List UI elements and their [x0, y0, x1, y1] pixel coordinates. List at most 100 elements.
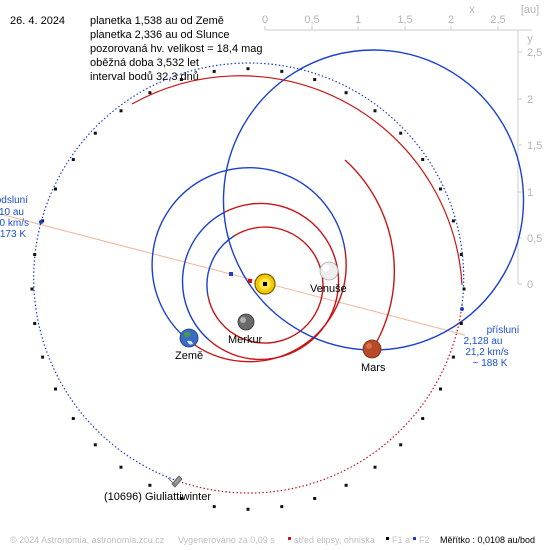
- y-tick-label: 2: [527, 94, 533, 106]
- y-tick-label: 0,5: [527, 233, 542, 245]
- orbit-point: [451, 355, 455, 359]
- mars-planet: Mars: [361, 339, 386, 374]
- venus-orbit: [181, 202, 340, 361]
- orbit-point: [148, 483, 152, 487]
- earth-label: Země: [175, 350, 203, 362]
- aphelion-temperature: ~ 173 K: [0, 229, 26, 240]
- orbit-point: [399, 443, 403, 447]
- x-tick-label: 1: [355, 14, 361, 26]
- mercury-label: Merkur: [228, 334, 263, 346]
- generation-time: Vygenerováno za 0,09 s: [178, 535, 275, 545]
- x-axis-ticks: 0 0,5 1 1,5 2 2,5 x [au]: [262, 4, 539, 30]
- orbit-point: [421, 158, 425, 161]
- orbit-point: [212, 69, 216, 73]
- asteroid-label: (10696) Giuliattiwinter: [104, 491, 211, 503]
- info-period: oběžná doba 3,532 let: [90, 57, 199, 69]
- orbit-point: [344, 483, 348, 487]
- orbit-point: [246, 67, 250, 71]
- orbit-point: [93, 443, 97, 447]
- x-tick-label: 0,5: [304, 14, 319, 26]
- info-magnitude: pozorovaná hv. velikost = 18,4 mag: [90, 43, 263, 55]
- orbit-point: [148, 91, 152, 95]
- perihelion-speed: 21,2 km/s: [465, 347, 508, 358]
- sun: [254, 273, 276, 295]
- orbit-point: [421, 417, 425, 420]
- mars-orbit: [222, 49, 525, 351]
- legend-f2-label: F2: [419, 535, 430, 545]
- legend-f1-label: F1 a: [392, 535, 410, 545]
- legend-center-label: střed elipsy, ohniska: [294, 535, 375, 545]
- orbit-point: [399, 131, 403, 135]
- orbit-point: [459, 253, 463, 256]
- footer: © 2024 Astronomia, astronomia.zcu.cz Vyg…: [10, 535, 535, 545]
- aphelion-annotation: odsluní 3,10 au ?,0 km/s ~ 173 K: [0, 195, 43, 240]
- orbit-point: [462, 287, 466, 291]
- x-tick-label: 2: [448, 14, 454, 26]
- orbit-point: [179, 497, 183, 500]
- earth-orbit: [151, 166, 347, 363]
- axis-unit: [au]: [521, 4, 539, 16]
- y-tick-label: 1: [527, 187, 533, 199]
- orbit-point: [33, 253, 37, 256]
- aphelion-speed: ?,0 km/s: [0, 218, 29, 229]
- orbit-point: [54, 187, 57, 191]
- orbit-point: [373, 109, 377, 113]
- info-interval: interval bodů 32,3 dnů: [90, 71, 199, 83]
- orbit-point: [33, 322, 37, 325]
- copyright-text: © 2024 Astronomia, astronomia.zcu.cz: [10, 535, 165, 545]
- y-tick-label: 2,5: [527, 47, 542, 59]
- legend-f1-swatch: [386, 537, 389, 540]
- orbit-point: [451, 219, 455, 223]
- x-tick-label: 0: [262, 14, 268, 26]
- y-axis-symbol: y: [527, 33, 533, 45]
- aphelion-distance: 3,10 au: [0, 207, 24, 218]
- orbit-point: [119, 465, 123, 469]
- orbit-point: [280, 505, 284, 509]
- y-axis-ticks: 2,5 2 1,5 1 0,5 0 y: [518, 33, 542, 291]
- orbit-point: [280, 69, 284, 73]
- scale-label: Měřítko : 0,0108 au/bod: [440, 535, 535, 545]
- orbit-point: [71, 158, 75, 161]
- mars-label: Mars: [361, 362, 386, 374]
- date-label: 26. 4. 2024: [10, 15, 66, 27]
- venus-planet: Venuše: [310, 261, 347, 295]
- earth-planet: Země: [175, 328, 203, 362]
- y-tick-label: 1,5: [527, 140, 542, 152]
- orbit-point: [54, 387, 57, 391]
- orbit-point: [344, 91, 348, 95]
- perihelion-title: přísluní: [487, 325, 520, 336]
- x-tick-label: 1,5: [397, 14, 412, 26]
- orbit-point: [439, 387, 442, 391]
- legend-f2-swatch: [413, 537, 416, 540]
- info-distance-earth: planetka 1,538 au od Země: [90, 15, 224, 27]
- orbit-point: [41, 355, 45, 359]
- mercury-planet: Merkur: [228, 313, 263, 346]
- orbit-point: [439, 187, 442, 191]
- aphelion-title: odsluní: [0, 195, 28, 206]
- orbit-point: [212, 505, 216, 509]
- perihelion-temperature: ~ 188 K: [473, 358, 508, 369]
- orbit-point: [313, 78, 317, 81]
- orbit-point: [313, 497, 317, 500]
- orbit-point: [93, 131, 97, 135]
- x-tick-label: 2,5: [490, 14, 505, 26]
- perihelion-distance: 2,128 au: [464, 336, 503, 347]
- venus-label: Venuše: [310, 283, 347, 295]
- asteroid-marker: (10696) Giuliattiwinter: [104, 475, 211, 503]
- orbit-point: [246, 507, 250, 511]
- orbit-point: [71, 417, 75, 420]
- mercury-orbit: [206, 226, 324, 344]
- orbit-point: [373, 465, 377, 469]
- info-panel: planetka 1,538 au od Země planetka 2,336…: [90, 14, 263, 84]
- y-tick-label: 0: [527, 279, 533, 291]
- orbit-point: [459, 322, 463, 325]
- ellipse-center-marker: [248, 279, 252, 283]
- orbit-point: [30, 287, 34, 291]
- asteroid-orbit-points: [30, 67, 466, 511]
- asteroid-orbit: [33, 62, 465, 494]
- info-distance-sun: planetka 2,336 au od Slunce: [90, 29, 230, 41]
- orbit-point: [119, 109, 123, 113]
- perihelion-annotation: přísluní 2,128 au 21,2 km/s ~ 188 K: [460, 307, 520, 369]
